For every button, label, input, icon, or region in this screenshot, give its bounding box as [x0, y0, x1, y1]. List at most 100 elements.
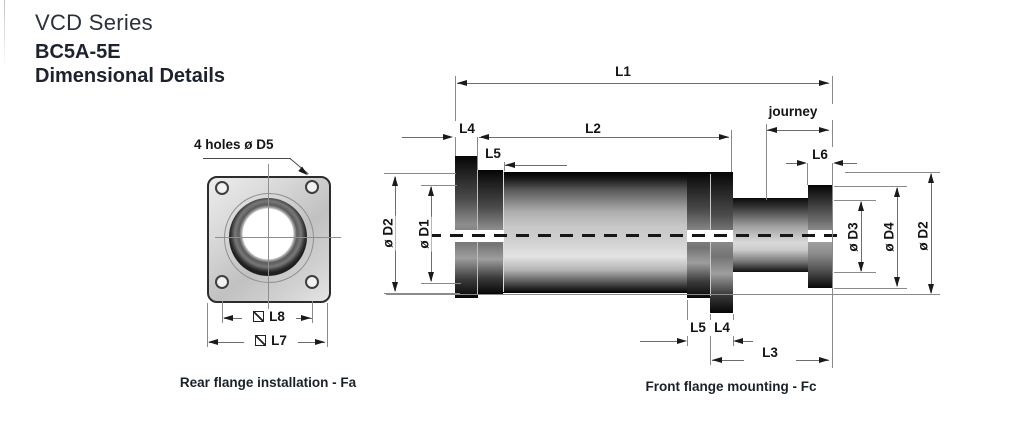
extension-line	[312, 301, 313, 323]
model-title: BC5A-5E	[35, 41, 121, 63]
extension-line	[834, 272, 876, 273]
page-edge-line	[4, 0, 5, 70]
arrowhead-icon	[457, 80, 467, 86]
arrowhead-icon	[719, 134, 729, 140]
extension-line	[222, 301, 223, 323]
extension-line	[384, 173, 456, 174]
dim-label-l6: L6	[806, 147, 834, 163]
arrowhead-icon	[819, 127, 829, 133]
dim-line-d2-right	[931, 174, 932, 293]
dim-label-l3: L3	[744, 345, 796, 361]
leader-line	[203, 158, 291, 159]
dim-line-l1	[457, 83, 829, 84]
extension-line	[807, 157, 808, 185]
dim-line-d3	[861, 202, 862, 271]
extension-line	[421, 185, 457, 186]
dim-label-d4: ø D4	[881, 219, 897, 255]
arrowhead-icon	[301, 315, 311, 321]
dim-label-l8: L8	[242, 309, 296, 325]
page-subtitle: Dimensional Details	[35, 65, 226, 87]
bolt-hole-bottom-right	[305, 275, 319, 289]
journey-label: journey	[752, 104, 834, 120]
dim-lead-line	[505, 165, 567, 166]
extension-line-long-bottom	[386, 294, 940, 295]
arrowhead-icon	[428, 186, 434, 196]
extension-line	[207, 303, 208, 347]
extension-line	[845, 172, 940, 173]
extension-line	[421, 283, 461, 284]
dim-label-l4-top: L4	[453, 121, 481, 137]
square-symbol-icon	[253, 311, 265, 322]
dim-line-d1	[431, 187, 432, 281]
bolt-hole-top-right	[305, 180, 319, 194]
dim-label-l5-top: L5	[479, 146, 507, 162]
extension-line	[731, 130, 732, 172]
dim-label-l5-bottom: L5	[685, 320, 711, 336]
extension-line	[455, 76, 456, 156]
extension-line	[832, 76, 833, 368]
arrowhead-icon	[894, 187, 900, 197]
arrowhead-icon	[928, 284, 934, 294]
extension-line	[834, 200, 876, 201]
front-flange	[710, 172, 733, 313]
arrowhead-icon	[733, 338, 743, 344]
arrowhead-icon	[428, 272, 434, 282]
dim-line-journey	[767, 130, 829, 131]
dim-line-d2-left	[395, 177, 396, 291]
bolt-hole-bottom-left	[215, 275, 229, 289]
arrowhead-icon	[833, 160, 843, 166]
rear-view-caption: Rear flange installation - Fa	[179, 375, 357, 390]
dim-lead-line	[402, 137, 443, 138]
extension-line	[327, 303, 328, 347]
dim-lead-line	[843, 163, 857, 164]
dim-label-d1: ø D1	[416, 216, 432, 252]
arrowhead-icon	[479, 134, 489, 140]
arrowhead-icon	[208, 339, 218, 345]
arrowhead-icon	[797, 160, 807, 166]
arrowhead-icon	[928, 173, 934, 183]
arrowhead-icon	[677, 338, 687, 344]
dashed-centerline	[428, 234, 844, 237]
dim-line-d4	[897, 188, 898, 286]
dim-lead-line	[743, 341, 753, 342]
arrowhead-icon	[392, 176, 398, 186]
dim-label-d2-right: ø D2	[915, 218, 931, 254]
side-view-caption: Front flange mounting - Fc	[645, 379, 817, 394]
arrowhead-icon	[767, 127, 777, 133]
dim-label-l4-bottom: L4	[709, 320, 735, 336]
arrowhead-icon	[819, 80, 829, 86]
dim-label-l7: L7	[244, 333, 298, 349]
square-symbol-icon	[255, 335, 267, 346]
arrowhead-icon	[894, 277, 900, 287]
arrowhead-icon	[712, 357, 722, 363]
arrowhead-icon	[315, 339, 325, 345]
arrowhead-icon	[392, 282, 398, 292]
extension-line	[477, 128, 478, 170]
dim-label-l2: L2	[567, 121, 619, 137]
extension-line	[710, 314, 711, 365]
extension-line	[766, 124, 767, 200]
arrowhead-icon	[505, 162, 515, 168]
series-title: VCD Series	[35, 10, 153, 35]
holes-callout: 4 holes ø D5	[194, 137, 274, 152]
arrowhead-icon	[223, 315, 233, 321]
horizontal-centerline	[215, 237, 341, 238]
bore-outer-circle	[224, 193, 314, 283]
extension-line	[834, 186, 907, 187]
rear-flange	[455, 156, 478, 298]
dim-label-d3: ø D3	[845, 219, 861, 255]
bolt-hole-top-left	[215, 181, 229, 195]
arrowhead-icon	[819, 357, 829, 363]
arrowhead-icon	[858, 262, 864, 272]
extension-line	[504, 158, 505, 171]
arrowhead-icon	[858, 201, 864, 211]
dim-lead-line	[786, 163, 799, 164]
arrowhead-icon	[443, 134, 453, 140]
dim-line-l2	[479, 137, 729, 138]
dim-label-l1: L1	[597, 64, 649, 80]
extension-line	[834, 288, 907, 289]
extension-line	[384, 293, 460, 294]
dim-label-d2-left: ø D2	[380, 215, 396, 251]
cylinder-body	[503, 172, 687, 293]
